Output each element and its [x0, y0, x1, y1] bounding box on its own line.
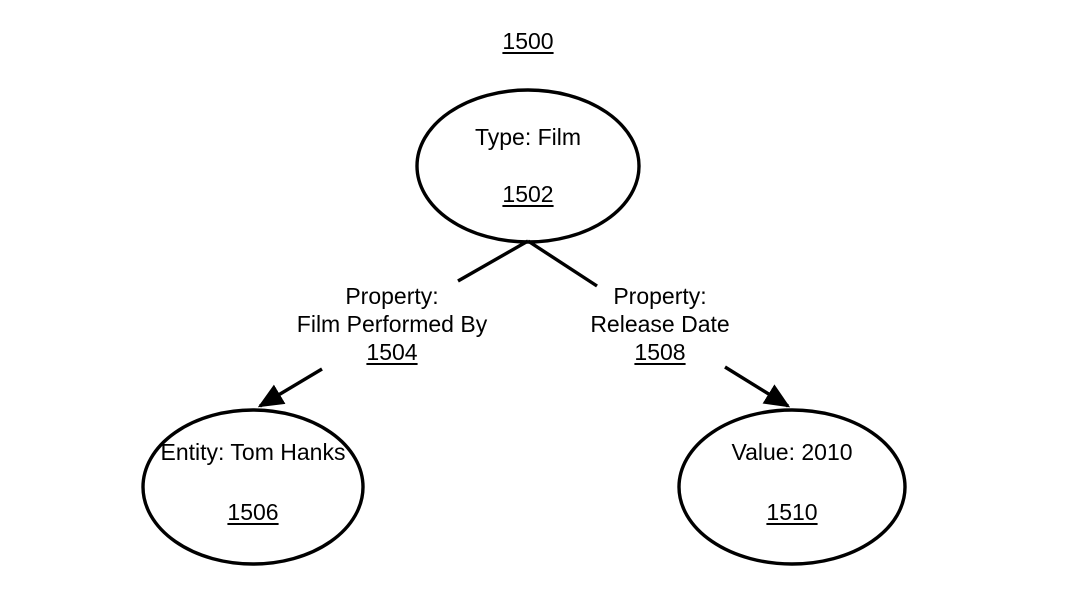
- edge-release-date-arrow: [724, 365, 791, 408]
- node-film-ref: 1502: [502, 181, 554, 207]
- node-year-ref: 1510: [766, 499, 818, 525]
- edge-release-date-upper-line: [527, 239, 598, 288]
- edge-release-date-label-line1: Property:: [613, 283, 707, 309]
- edge-release-date-label-line2: Release Date: [590, 311, 730, 337]
- figure-label: 1500: [502, 28, 554, 54]
- edge-performed-by-ref: 1504: [366, 339, 418, 365]
- node-tom-hanks-label: Entity: Tom Hanks: [160, 439, 346, 465]
- node-film-label: Type: Film: [474, 124, 582, 150]
- node-year-label: Value: 2010: [731, 439, 853, 465]
- edge-release-date-ref: 1508: [634, 339, 686, 365]
- node-tom-hanks-ref: 1506: [227, 499, 279, 525]
- edge-performed-by-label-line1: Property:: [345, 283, 439, 309]
- edge-performed-by-arrow: [257, 367, 323, 408]
- node-year-ellipse: [677, 408, 907, 566]
- node-tom-hanks-ellipse: [141, 408, 365, 566]
- edge-performed-by-upper-line: [457, 239, 529, 283]
- node-film-ellipse: [415, 88, 641, 244]
- edge-performed-by-label-line2: Film Performed By: [296, 311, 488, 337]
